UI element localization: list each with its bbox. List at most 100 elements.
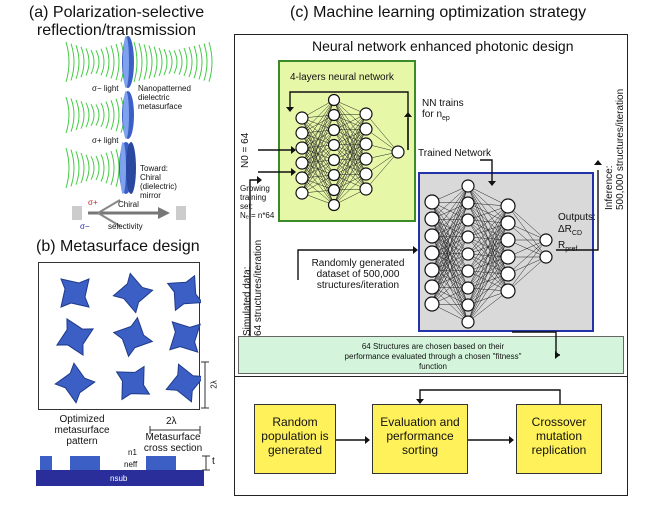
meta-atom [112, 316, 154, 358]
dim-horizontal-label: 2λ [166, 416, 177, 427]
neuron [295, 126, 309, 140]
neuron [424, 211, 440, 227]
neuron [359, 137, 373, 151]
nn-trains-label: NN trains for nep [422, 98, 464, 122]
panel-a-title: (a) Polarization-selective reflection/tr… [28, 4, 205, 39]
chiral-label: Chiral [118, 200, 139, 209]
neuron [461, 196, 475, 210]
network-graph [424, 179, 553, 329]
mirror-label: Toward: Chiral (dielectric) mirror [140, 164, 177, 200]
neuron [359, 122, 373, 136]
meta-atom [112, 272, 154, 314]
optimized-pattern-label: Optimized metasurface pattern [54, 414, 110, 447]
simulated-data-label: Simulated data: 64 structures/iteration [242, 239, 264, 336]
neuron [424, 279, 440, 295]
neuron [424, 296, 440, 312]
neuron [359, 107, 373, 121]
meta-atom [165, 363, 201, 403]
neuron [327, 123, 341, 137]
neuron [500, 249, 516, 265]
neuron [424, 194, 440, 210]
sigma-minus-light-label: σ− light [92, 84, 119, 93]
neuron [461, 230, 475, 244]
metasurface-pattern [54, 272, 201, 404]
neuron [327, 138, 341, 152]
ga-evaluation-box: Evaluation and performance sorting [372, 404, 468, 474]
flow-arrows [249, 91, 599, 441]
cross-section-label: Metasurface cross section [143, 432, 203, 454]
neuron [327, 168, 341, 182]
structures-chosen-text: 64 Structures are chosen based on their … [344, 342, 522, 371]
meta-atom [54, 362, 96, 404]
nn-enhanced-title: Neural network enhanced photonic design [312, 38, 574, 54]
neuron [359, 152, 373, 166]
neuron [327, 153, 341, 167]
ga-crossover-box: Crossover mutation replication [516, 404, 602, 474]
neuron [500, 198, 516, 214]
cross-section [36, 455, 210, 486]
neuron [461, 179, 475, 193]
trained-network-label: Trained Network [418, 148, 491, 159]
light-beams [65, 41, 213, 189]
meta-atom [166, 274, 201, 312]
neff-label: neff [124, 460, 138, 469]
nsub-label: nsub [110, 474, 128, 483]
neuron [461, 281, 475, 295]
neuron [500, 283, 516, 299]
neuron [295, 156, 309, 170]
mirror-disk [119, 142, 136, 194]
neuron [424, 245, 440, 261]
n1-label: n1 [128, 448, 137, 457]
ga-divider [234, 376, 628, 377]
ga-random-box: Random population is generated [254, 404, 336, 474]
neuron [327, 108, 341, 122]
nn4-label: 4-layers neural network [290, 72, 394, 83]
neuron [500, 266, 516, 282]
neuron [500, 232, 516, 248]
panel-c-title: (c) Machine learning optimization strate… [290, 4, 587, 21]
neuron [461, 298, 475, 312]
neuron [359, 167, 373, 181]
sigma-plus-small-label: σ+ [88, 198, 98, 207]
neuron [539, 233, 553, 247]
neuron [295, 141, 309, 155]
neuron [461, 315, 475, 329]
outputs-label: Outputs: ΔRCD Rpref [558, 212, 596, 253]
neuron [327, 198, 341, 212]
growing-training-label: Growing training set: Nₑ = n*64 [240, 184, 275, 220]
metasurface-disk-1 [122, 36, 134, 88]
neuron [327, 183, 341, 197]
chiral-selectivity-arrow [72, 199, 186, 227]
sigma-minus-small-label: σ− [80, 222, 90, 231]
neuron [424, 228, 440, 244]
inference-label: Inference: 500,000 structures/iteration [604, 88, 626, 210]
neuron [461, 264, 475, 278]
panel-b-title: (b) Metasurface design [36, 238, 200, 255]
thickness-label: t [212, 456, 215, 467]
neuron [295, 111, 309, 125]
neuron [461, 213, 475, 227]
selectivity-label: selectivity [108, 222, 143, 231]
metasurface-disk-2 [122, 91, 134, 139]
meta-atom [60, 278, 90, 308]
sigma-plus-light-label: σ+ light [92, 136, 119, 145]
random-generated-label: Randomly generated dataset of 500,000 st… [311, 258, 405, 291]
neuron [424, 262, 440, 278]
neuron [539, 250, 553, 264]
metasurface-label: Nanopatterned dielectric metasurface [138, 84, 191, 111]
neuron [327, 93, 341, 107]
n0-label: N0 = 64 [240, 132, 251, 168]
meta-atom [169, 321, 201, 353]
metasurface-unit-cell [38, 262, 201, 410]
neuron [295, 186, 309, 200]
neuron [500, 215, 516, 231]
neuron [359, 182, 373, 196]
network-graph [295, 93, 405, 212]
panel-c-frame [234, 34, 628, 496]
neuron [295, 171, 309, 185]
neuron [461, 247, 475, 261]
neuron [391, 145, 405, 159]
